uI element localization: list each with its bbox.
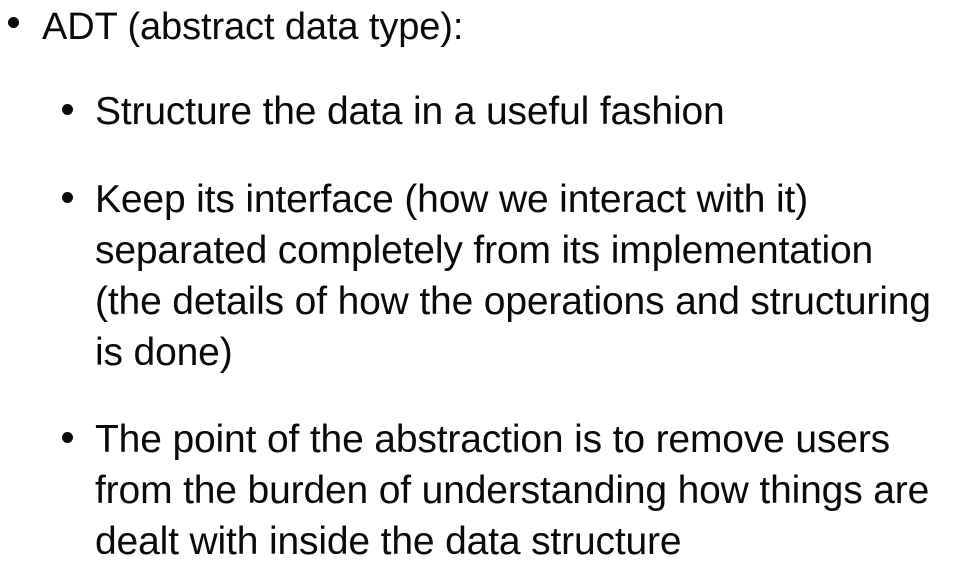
- bullet-item-level1-adt: ADT (abstract data type):: [8, 2, 958, 53]
- bullet-item-level2-point-of-abstraction: The point of the abstraction is to remov…: [62, 414, 962, 567]
- bullet-text: Structure the data in a useful fashion: [95, 90, 725, 133]
- bullet-dot-icon: [62, 192, 73, 203]
- bullet-text: The point of the abstraction is to remov…: [95, 418, 930, 563]
- bullet-item-level2-structure-data: Structure the data in a useful fashion: [62, 86, 962, 137]
- bullet-text: Keep its interface (how we interact with…: [95, 178, 931, 374]
- bullet-dot-icon: [62, 432, 73, 443]
- bullet-item-level2-keep-interface: Keep its interface (how we interact with…: [62, 174, 962, 378]
- bullet-text: ADT (abstract data type):: [42, 6, 464, 48]
- bullet-dot-icon: [62, 104, 73, 115]
- bullet-dot-icon: [8, 17, 19, 28]
